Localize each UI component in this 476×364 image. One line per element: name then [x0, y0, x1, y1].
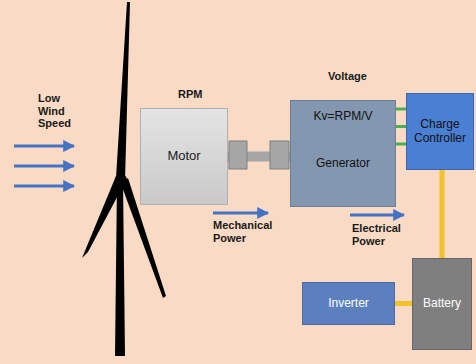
turbine-blade [82, 176, 124, 258]
wind-arrow [14, 145, 74, 148]
component-box: Battery [412, 258, 472, 350]
connection-wire [395, 301, 412, 306]
wind-arrow [14, 165, 74, 168]
annotation-label: Voltage [328, 70, 388, 83]
component-name: Charge Controller [410, 118, 470, 146]
component-name: Inverter [328, 297, 369, 311]
shaft-coupling [229, 141, 247, 169]
turbine-blade [116, 2, 130, 180]
annotation-label: RPM [178, 88, 218, 101]
component-box: Motor [140, 108, 228, 205]
shaft-coupling [270, 141, 289, 169]
spec-text: Kv=RPM/V [313, 110, 372, 124]
turbine-hub [115, 174, 127, 186]
electrical-power-arrow [350, 214, 404, 217]
annotation-label: Low Wind Speed [38, 92, 82, 130]
component-box: Inverter [302, 282, 395, 325]
connection-wire [440, 170, 445, 258]
component-name: Motor [167, 149, 200, 164]
component-name: Generator [316, 157, 370, 171]
component-box: Charge Controller [406, 93, 474, 170]
component-box: Kv=RPM/V Generator [290, 100, 396, 207]
mechanical-power-arrow [213, 212, 268, 215]
annotation-label: Electrical Power [352, 222, 414, 247]
annotation-label: Mechanical Power [213, 219, 285, 244]
component-name: Battery [423, 297, 461, 311]
connection-wire [396, 109, 406, 144]
turbine-tower [115, 182, 125, 356]
wind-arrow [14, 185, 74, 188]
